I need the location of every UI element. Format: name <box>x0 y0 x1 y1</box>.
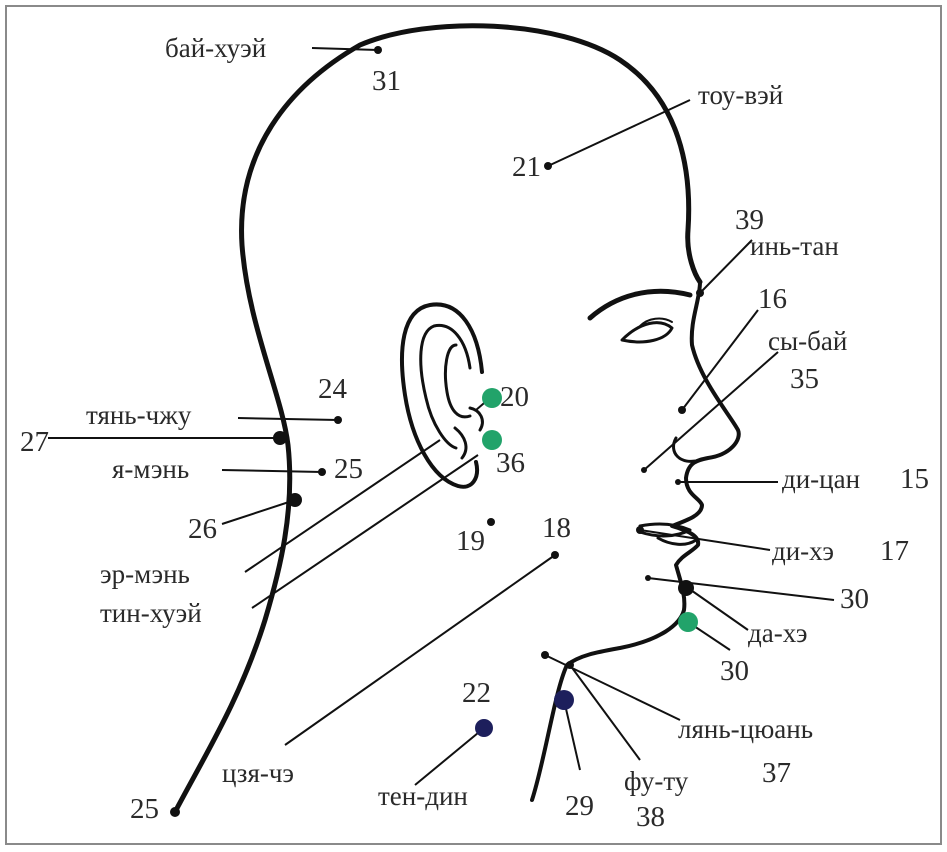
label-16: 16 <box>758 283 787 315</box>
point-19 <box>487 518 495 526</box>
label-ten-din: тен-дин <box>378 781 468 811</box>
label-25-bottom: 25 <box>130 793 159 825</box>
leader-sy-bai <box>644 352 778 470</box>
point-20 <box>482 388 502 408</box>
leader-ya-men <box>222 470 322 472</box>
label-17: 17 <box>880 535 909 567</box>
label-26: 26 <box>188 513 217 545</box>
leader-lian-tsyuan <box>545 655 680 720</box>
label-22: 22 <box>462 677 491 709</box>
label-ya-men: я-мэнь <box>112 454 189 484</box>
label-di-tsan: ди-цан <box>782 464 860 494</box>
label-27: 27 <box>20 426 49 458</box>
label-24: 24 <box>318 373 348 405</box>
label-35: 35 <box>790 363 819 395</box>
leader-tian-chzhu <box>238 418 338 420</box>
label-sy-bai: сы-бай <box>768 326 847 356</box>
label-er-men: эр-мэнь <box>100 559 190 589</box>
label-20: 20 <box>500 381 529 413</box>
point-17 <box>636 526 644 534</box>
label-19: 19 <box>456 525 485 557</box>
eye <box>622 323 672 342</box>
leader-in-tan <box>700 240 752 293</box>
label-30-right: 30 <box>840 583 869 615</box>
point-29 <box>554 690 574 710</box>
point-da-he <box>678 612 698 632</box>
point-39 <box>696 289 704 297</box>
ear-tragus <box>470 408 482 430</box>
label-38: 38 <box>636 801 665 833</box>
leader-tou-vei <box>548 100 690 166</box>
label-di-he: ди-хэ <box>772 536 834 566</box>
label-fu-tu: фу-ту <box>624 766 689 796</box>
eyebrow <box>590 291 690 318</box>
label-lian-tsyuan: лянь-цюань <box>678 714 813 744</box>
leader-bai-huei <box>312 48 378 50</box>
point-25-bottom <box>170 807 180 817</box>
ear-lobe <box>455 428 466 458</box>
leader-29 <box>564 700 580 770</box>
point-38 <box>566 661 574 669</box>
label-25-neck: 25 <box>334 453 363 485</box>
leader-26 <box>222 500 295 524</box>
point-35 <box>641 467 647 473</box>
point-30-chin <box>678 580 694 596</box>
label-tin-huei: тин-хуэй <box>100 598 202 628</box>
label-18: 18 <box>542 512 571 544</box>
point-25 <box>318 468 326 476</box>
leader-30-right <box>648 578 834 600</box>
point-27 <box>273 431 287 445</box>
leader-fu-tu <box>570 665 640 760</box>
point-30-right <box>645 575 651 581</box>
label-21: 21 <box>512 151 541 183</box>
label-37: 37 <box>762 757 791 789</box>
mouth-lower <box>658 538 696 544</box>
point-22 <box>475 719 493 737</box>
point-26 <box>288 493 302 507</box>
leader-ten-din <box>415 728 484 785</box>
point-16 <box>678 406 686 414</box>
label-tsia-che: цзя-чэ <box>222 758 294 788</box>
point-24 <box>334 416 342 424</box>
label-36: 36 <box>496 447 525 479</box>
point-37 <box>541 651 549 659</box>
label-tian-chzhu: тянь-чжу <box>86 400 192 430</box>
point-18 <box>551 551 559 559</box>
label-tou-vei: тоу-вэй <box>698 80 783 110</box>
label-in-tan: инь-тан <box>750 231 839 261</box>
label-31: 31 <box>372 65 401 97</box>
point-31 <box>374 46 382 54</box>
label-30-chin: 30 <box>720 655 749 687</box>
label-bai-huei: бай-хуэй <box>165 33 266 63</box>
point-21 <box>544 162 552 170</box>
label-da-he: да-хэ <box>748 618 807 648</box>
label-29: 29 <box>565 790 594 822</box>
label-15: 15 <box>900 463 929 495</box>
point-15 <box>675 479 681 485</box>
leader-tsia-che <box>285 555 555 745</box>
